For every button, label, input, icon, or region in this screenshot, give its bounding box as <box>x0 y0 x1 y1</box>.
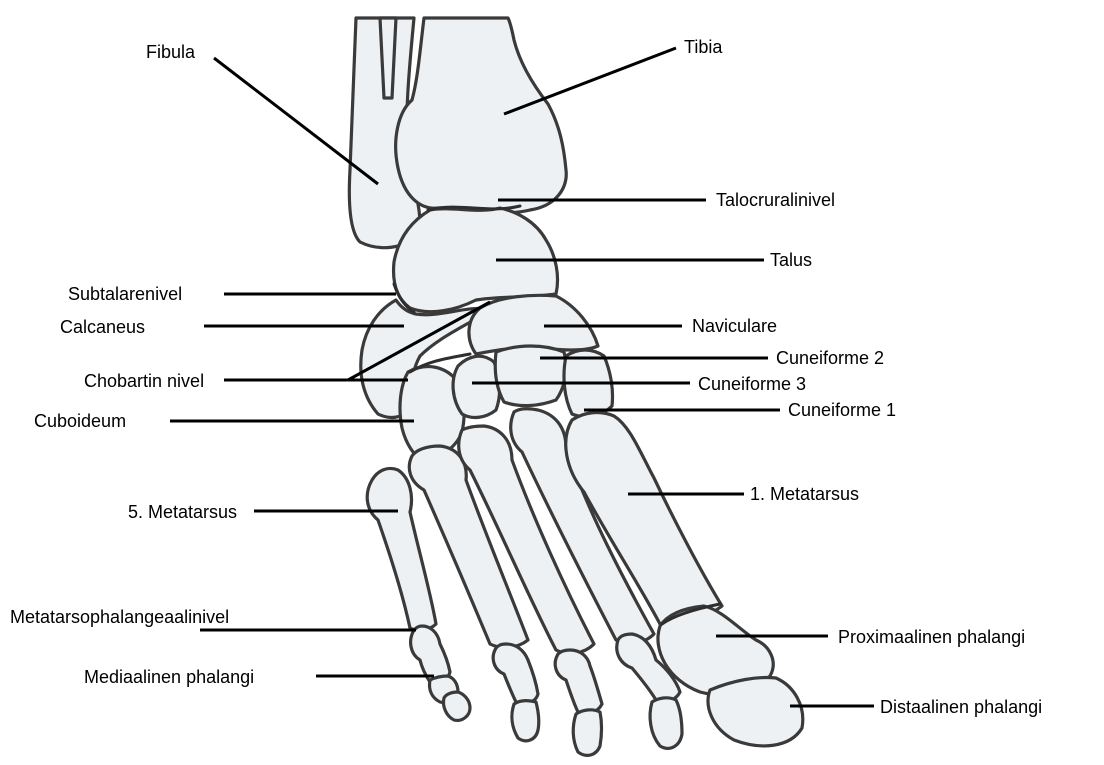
toe5-distal-bone <box>443 692 470 720</box>
tibia-bone <box>396 18 567 213</box>
label-medial-phalanx: Mediaalinen phalangi <box>84 667 254 687</box>
toe4-proximal-bone <box>493 644 538 704</box>
fibula-shaft-2 <box>380 18 396 98</box>
label-cuneiforme2: Cuneiforme 2 <box>776 348 884 368</box>
label-naviculare: Naviculare <box>692 316 777 336</box>
label-calcaneus: Calcaneus <box>60 317 145 337</box>
label-cuboideum: Cuboideum <box>34 411 126 431</box>
label-cuneiforme3: Cuneiforme 3 <box>698 374 806 394</box>
label-cuneiforme1: Cuneiforme 1 <box>788 400 896 420</box>
distal-phalanx-1-bone <box>708 678 803 746</box>
label-chobartin: Chobartin nivel <box>84 371 204 391</box>
label-metatarsus1: 1. Metatarsus <box>750 484 859 504</box>
toe3-proximal-bone <box>555 650 602 714</box>
label-distal-phalanx: Distaalinen phalangi <box>880 697 1042 717</box>
label-tibia: Tibia <box>684 37 723 57</box>
label-fibula: Fibula <box>146 42 196 62</box>
label-talus: Talus <box>770 250 812 270</box>
label-metatarsus5: 5. Metatarsus <box>128 502 237 522</box>
label-metatarsophalangeal: Metatarsophalangeaalinivel <box>10 607 229 627</box>
label-proximal-phalanx: Proximaalinen phalangi <box>838 627 1025 647</box>
toe4-distal-bone <box>512 701 539 741</box>
toe5-proximal-bone <box>411 626 450 683</box>
label-subtalar: Subtalarenivel <box>68 284 182 304</box>
toe2-distal-bone <box>650 698 682 749</box>
cuneiforme2-bone <box>495 346 566 406</box>
toe3-distal-bone <box>573 710 601 756</box>
label-talocrural: Talocruralinivel <box>716 190 835 210</box>
cuneiforme3-bone <box>453 356 500 417</box>
